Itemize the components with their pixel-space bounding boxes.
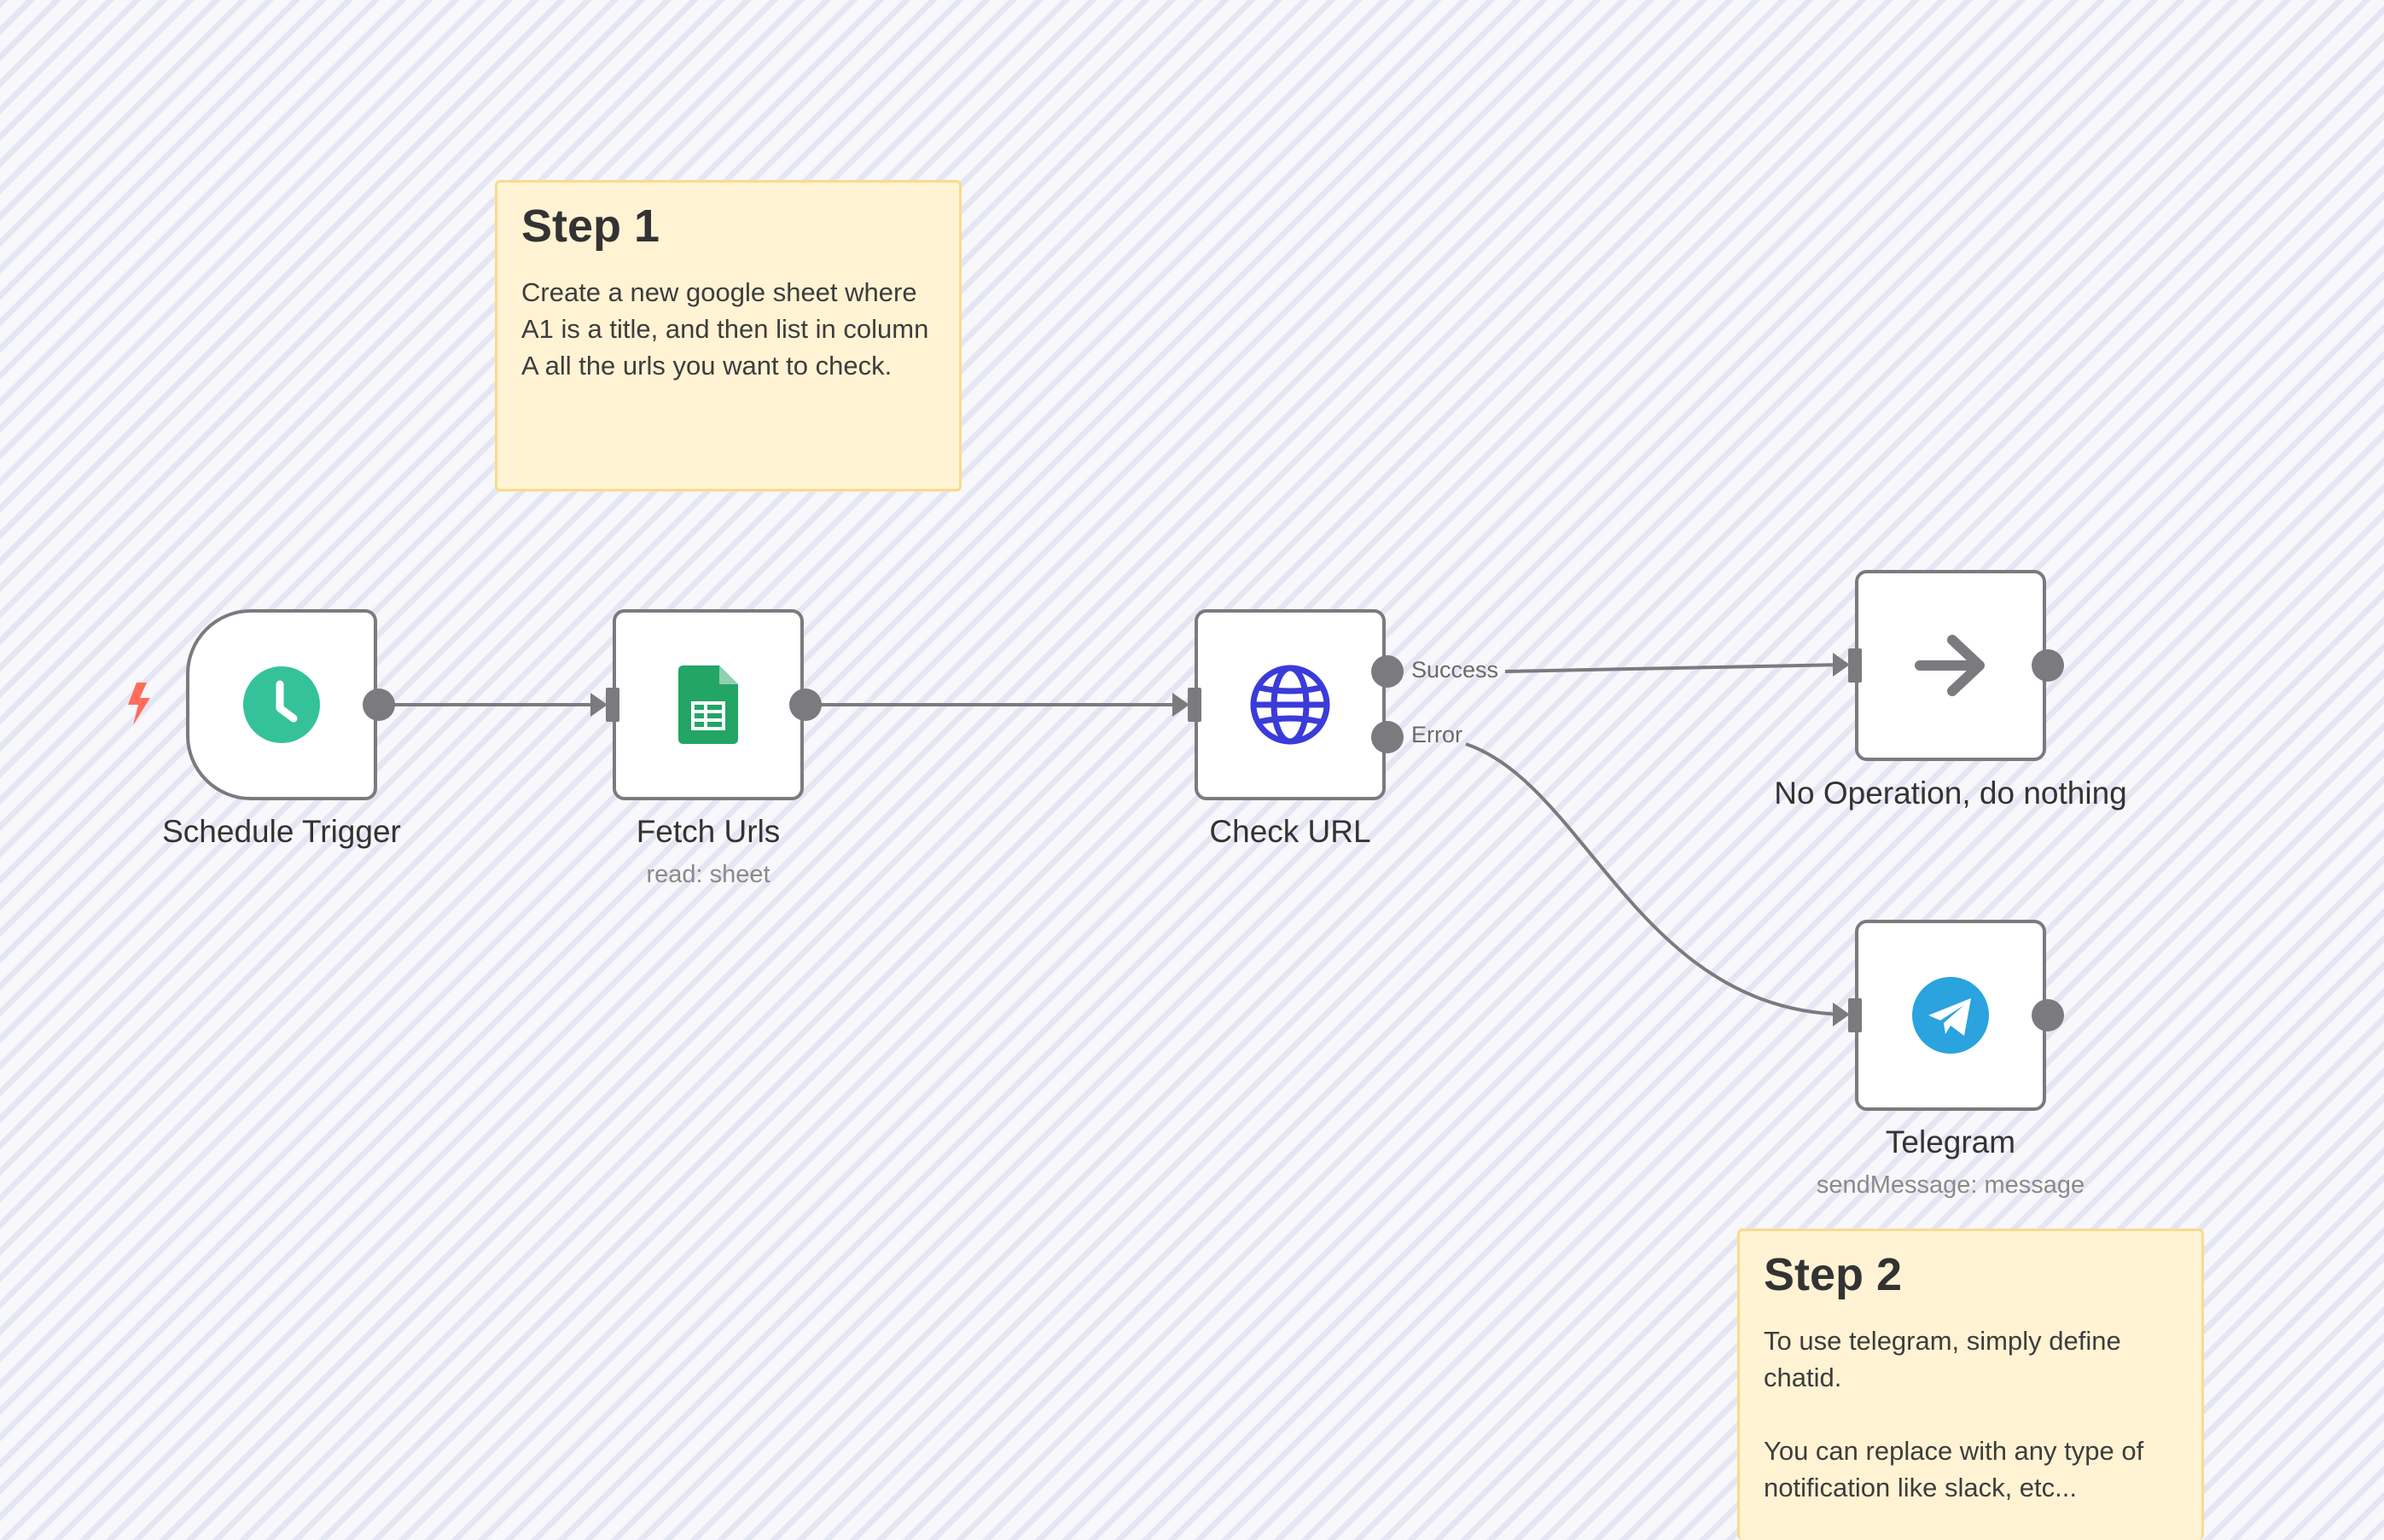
output-handle[interactable]	[2032, 999, 2064, 1032]
node-telegram[interactable]	[1855, 920, 2046, 1111]
node-label-check-url: Check URL	[1209, 814, 1371, 849]
node-no-operation[interactable]	[1855, 570, 2046, 761]
output-label-error: Error	[1411, 722, 1462, 747]
clock-icon	[243, 666, 320, 743]
node-fetch-urls[interactable]	[613, 609, 804, 800]
sticky-note-text: To use telegram, simply define chatid. Y…	[1764, 1326, 2144, 1503]
arrowhead-noop	[1833, 653, 1850, 677]
input-handle[interactable]	[606, 688, 619, 722]
sticky-note-step-2[interactable]: Step 2 To use telegram, simply define ch…	[1737, 1229, 2204, 1540]
sticky-note-title: Step 2	[1764, 1249, 1903, 1300]
node-label-fetch-urls: Fetch Urls	[636, 814, 781, 849]
output-handle-success[interactable]	[1371, 655, 1404, 688]
node-label-schedule-trigger: Schedule Trigger	[162, 814, 401, 849]
output-handle[interactable]	[789, 689, 822, 721]
arrow-right-icon	[1915, 635, 1985, 696]
globe-icon	[1250, 665, 1330, 745]
google-sheets-icon	[678, 665, 738, 744]
arrowhead-telegram	[1833, 1002, 1850, 1026]
telegram-icon	[1912, 977, 1989, 1054]
trigger-bolt-icon	[128, 683, 150, 725]
node-schedule-trigger[interactable]	[186, 609, 377, 800]
sticky-note-text: Create a new google sheet where A1 is a …	[521, 277, 935, 381]
output-handle[interactable]	[363, 689, 395, 721]
arrowhead-check	[1172, 693, 1189, 717]
sticky-note-step-1[interactable]: Step 1 Create a new google sheet where A…	[495, 180, 962, 491]
node-subtitle-fetch-urls: read: sheet	[646, 861, 770, 888]
input-handle[interactable]	[1848, 648, 1862, 683]
node-label-no-operation: No Operation, do nothing	[1774, 776, 2127, 811]
output-handle-error[interactable]	[1371, 721, 1404, 753]
sticky-note-title: Step 1	[521, 200, 660, 252]
connection-success-to-noop	[1504, 663, 1846, 673]
arrowhead-fetch	[590, 693, 608, 717]
node-label-telegram: Telegram	[1885, 1124, 2016, 1159]
node-check-url[interactable]	[1195, 609, 1386, 800]
input-handle[interactable]	[1188, 688, 1201, 722]
input-handle[interactable]	[1848, 998, 1862, 1032]
node-subtitle-telegram: sendMessage: message	[1816, 1171, 2085, 1199]
output-label-success: Success	[1411, 657, 1499, 683]
output-handle[interactable]	[2032, 649, 2064, 682]
